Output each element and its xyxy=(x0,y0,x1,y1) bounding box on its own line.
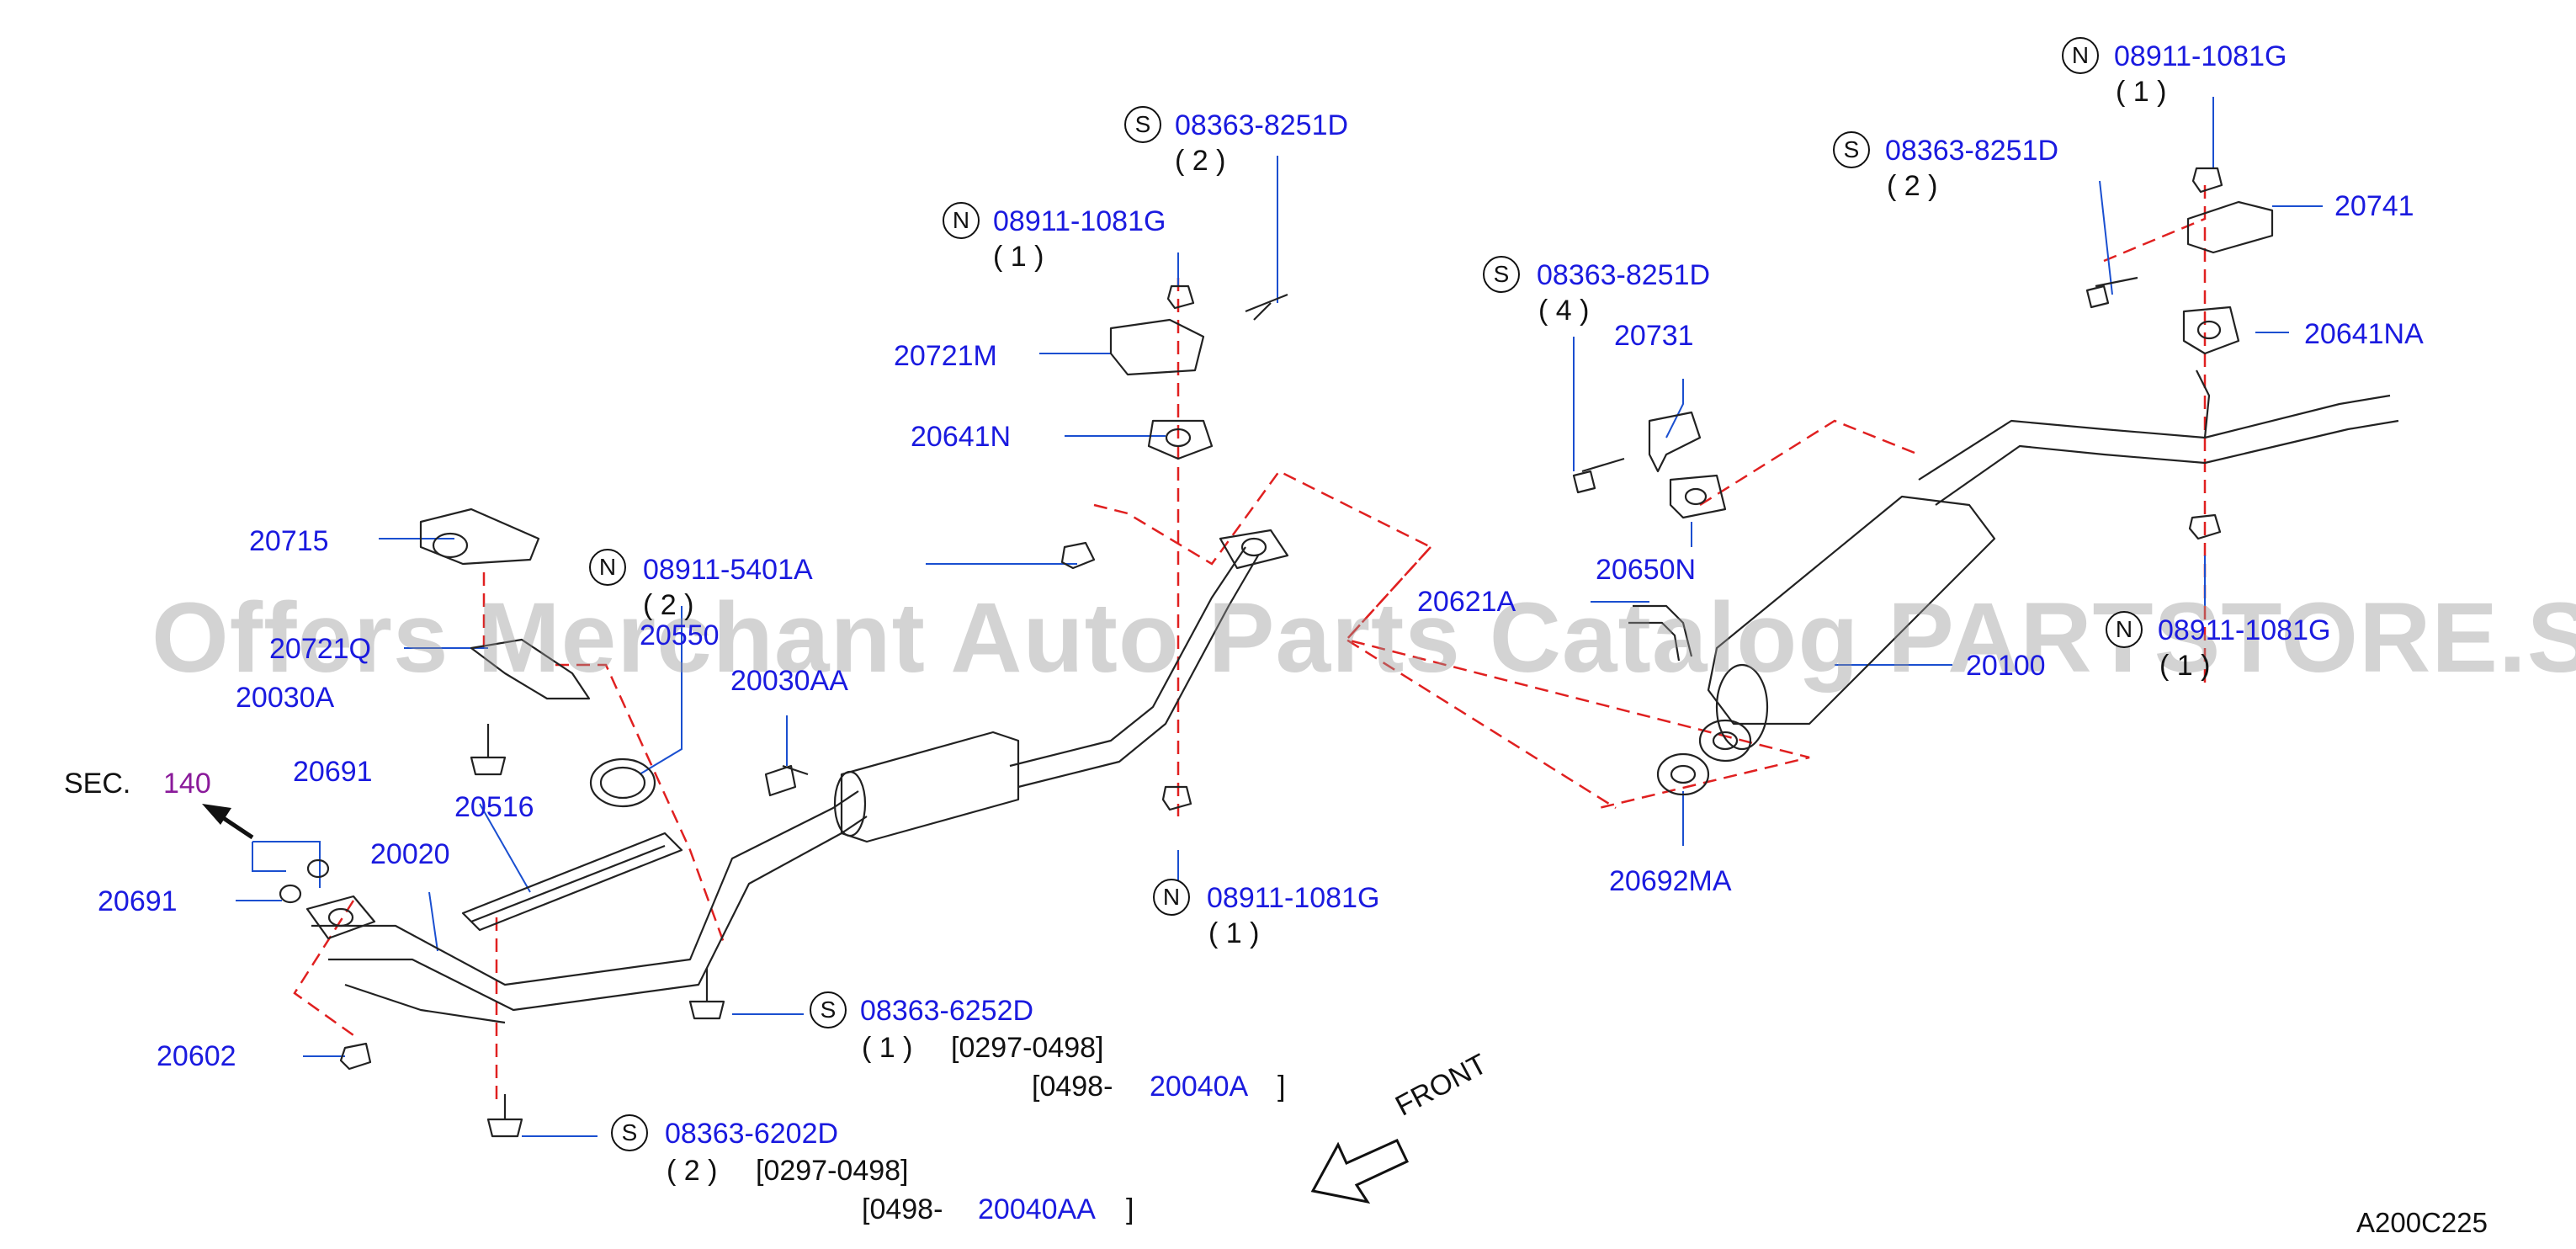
label-part-08363-6252D[interactable]: 08363-6252D xyxy=(860,995,1034,1027)
label-qty: ( 1 ) xyxy=(2159,650,2211,682)
label-badge-n: N xyxy=(943,202,980,239)
label-sec: SEC. xyxy=(64,768,131,800)
label-part-20691[interactable]: 20691 xyxy=(293,756,373,788)
label-sec-140[interactable]: 140 xyxy=(163,768,211,800)
leader-lines xyxy=(236,97,2323,1137)
label-part-08911-5401A[interactable]: 08911-5401A xyxy=(643,554,813,586)
label-part-20692MA[interactable]: 20692MA xyxy=(1609,865,1732,897)
label-part-20641NA[interactable]: 20641NA xyxy=(2304,318,2424,350)
label-part-20516[interactable]: 20516 xyxy=(454,791,534,823)
label-date: [0297-0498] xyxy=(951,1032,1104,1064)
label-qty: ( 1 ) xyxy=(1208,917,1260,949)
label-badge-n: N xyxy=(2062,37,2099,74)
label-part-20731[interactable]: 20731 xyxy=(1614,320,1694,352)
label-part-20602[interactable]: 20602 xyxy=(157,1040,236,1072)
label-part-08363-6202D[interactable]: 08363-6202D xyxy=(665,1118,839,1150)
centerlines xyxy=(293,185,2207,1103)
exhaust-parts xyxy=(279,167,2399,1138)
label-part-08363-8251D[interactable]: 08363-8251D xyxy=(1175,109,1349,141)
label-date: ] xyxy=(1277,1071,1286,1103)
label-part-08363-8251D[interactable]: 08363-8251D xyxy=(1885,135,2059,167)
label-part-20650N[interactable]: 20650N xyxy=(1596,554,1697,586)
label-part-08911-1081G[interactable]: 08911-1081G xyxy=(2114,40,2287,72)
label-badge-s: S xyxy=(1124,106,1161,143)
label-part-20715[interactable]: 20715 xyxy=(249,525,329,557)
label-badge-n: N xyxy=(2106,611,2143,648)
label-part-20641N[interactable]: 20641N xyxy=(911,421,1012,453)
label-qty: ( 2 ) xyxy=(1887,170,1938,202)
label-badge-n: N xyxy=(1153,879,1190,916)
label-qty: ( 4 ) xyxy=(1538,295,1590,327)
watermark: Offers Merchant Auto Parts Catalog PARTS… xyxy=(151,582,2576,694)
label-part-20550[interactable]: 20550 xyxy=(640,619,720,651)
label-badge-s: S xyxy=(611,1114,648,1151)
label-part-20030AA[interactable]: 20030AA xyxy=(730,665,848,697)
sec-arrow-icon xyxy=(202,804,254,840)
label-part-20040AA[interactable]: 20040AA xyxy=(978,1193,1096,1225)
label-date: [0498- xyxy=(862,1193,943,1225)
label-qty: ( 1 ) xyxy=(2116,76,2167,108)
label-qty: ( 1 ) xyxy=(993,241,1044,273)
label-part-20691[interactable]: 20691 xyxy=(98,885,178,917)
front-arrow-icon xyxy=(1310,1139,1410,1204)
label-part-08911-1081G[interactable]: 08911-1081G xyxy=(2158,614,2331,646)
label-badge-s: S xyxy=(1833,131,1870,168)
label-badge-n: N xyxy=(589,549,626,586)
label-qty: ( 2 ) xyxy=(643,589,694,621)
label-date: [0297-0498] xyxy=(756,1155,909,1187)
label-part-20621A[interactable]: 20621A xyxy=(1417,586,1516,618)
diagram-code: A200C225 xyxy=(2356,1207,2488,1238)
label-part-08911-1081G[interactable]: 08911-1081G xyxy=(993,205,1166,237)
label-part-08363-8251D[interactable]: 08363-8251D xyxy=(1537,259,1711,291)
label-badge-s: S xyxy=(810,991,847,1028)
label-badge-s: S xyxy=(1483,256,1520,293)
label-part-20100[interactable]: 20100 xyxy=(1966,650,2046,682)
label-date: [0498- xyxy=(1032,1071,1113,1103)
label-qty: ( 2 ) xyxy=(667,1155,718,1187)
label-qty: ( 2 ) xyxy=(1175,145,1226,177)
label-part-20040A[interactable]: 20040A xyxy=(1150,1071,1249,1103)
label-part-20721Q[interactable]: 20721Q xyxy=(269,633,371,665)
label-part-20741[interactable]: 20741 xyxy=(2334,190,2414,222)
label-part-20721M[interactable]: 20721M xyxy=(894,340,997,372)
label-part-20020[interactable]: 20020 xyxy=(370,838,450,870)
label-part-08911-1081G[interactable]: 08911-1081G xyxy=(1207,882,1380,914)
label-part-20030A[interactable]: 20030A xyxy=(236,682,335,714)
label-qty: ( 1 ) xyxy=(862,1032,913,1064)
label-date: ] xyxy=(1126,1193,1134,1225)
